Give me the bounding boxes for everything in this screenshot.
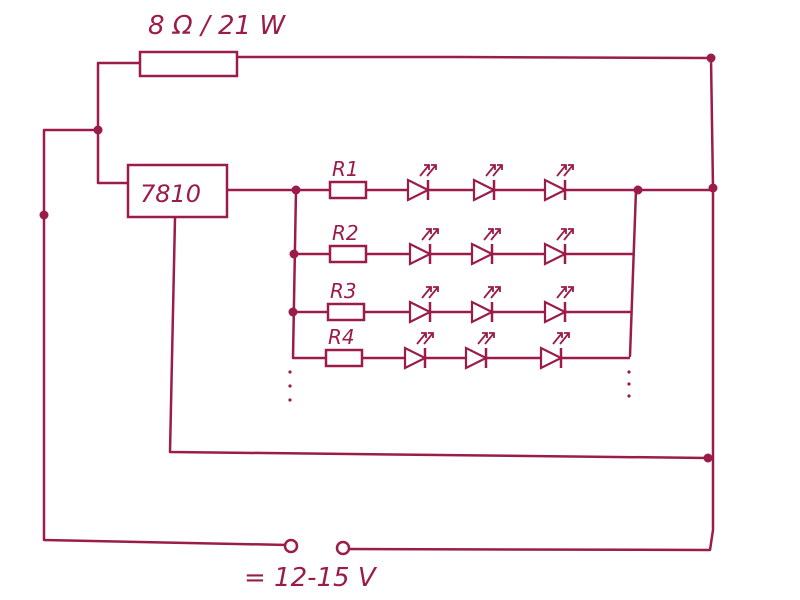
row-resistor-4 bbox=[324, 348, 364, 368]
led-icon bbox=[470, 228, 501, 266]
row-resistor-label-1: R1 bbox=[332, 157, 359, 181]
junction-dot bbox=[633, 185, 643, 195]
wire-top-left bbox=[96, 61, 142, 132]
led-icon bbox=[543, 286, 574, 324]
junctions bbox=[39, 53, 718, 463]
continuation-dot bbox=[627, 394, 631, 398]
supply-terminal-positive bbox=[335, 540, 351, 556]
junction-dot bbox=[703, 453, 713, 463]
led-icon bbox=[406, 164, 437, 202]
led-icon bbox=[464, 332, 495, 370]
row-resistor-label-3: R3 bbox=[330, 279, 357, 303]
led-row-3: R3 bbox=[293, 279, 632, 324]
junction-dot bbox=[93, 125, 103, 135]
wire-led-right-rail bbox=[628, 188, 638, 358]
resistor-rating-label: 8 Ω / 21 W bbox=[148, 11, 286, 41]
led-icon bbox=[539, 332, 570, 370]
led-row-4: R4 bbox=[293, 325, 630, 370]
led-icon bbox=[408, 286, 439, 324]
led-row-2: R2 bbox=[294, 221, 634, 266]
wire-right-rail bbox=[344, 188, 715, 552]
supply-terminal-negative bbox=[283, 538, 299, 554]
regulator-label: 7810 bbox=[140, 180, 201, 208]
wire-led-left-rail bbox=[291, 188, 298, 360]
wire-to-regulator bbox=[96, 128, 130, 185]
wire-top-right bbox=[235, 55, 715, 190]
regulator-7810 bbox=[126, 163, 229, 219]
supply-voltage-label: = 12-15 V bbox=[244, 563, 378, 593]
wires bbox=[42, 55, 715, 552]
series-resistor bbox=[138, 50, 239, 78]
led-icon bbox=[543, 228, 574, 266]
led-icon bbox=[543, 164, 574, 202]
wire-left-input bbox=[42, 128, 290, 547]
row-resistor-label-2: R2 bbox=[332, 221, 359, 245]
row-resistor-3 bbox=[326, 302, 366, 322]
junction-dot bbox=[708, 183, 718, 193]
continuation-dot bbox=[627, 382, 631, 386]
continuation-dots bbox=[288, 370, 631, 402]
continuation-dot bbox=[288, 384, 292, 388]
led-icon bbox=[470, 286, 501, 324]
supply-terminals bbox=[283, 538, 351, 556]
row-resistor-1 bbox=[328, 180, 368, 200]
led-row-1: R1 bbox=[296, 157, 636, 202]
row-resistor-label-4: R4 bbox=[328, 325, 355, 349]
led-icon bbox=[408, 228, 439, 266]
led-icon bbox=[472, 164, 503, 202]
junction-dot bbox=[39, 210, 49, 220]
continuation-dot bbox=[627, 370, 631, 374]
continuation-dot bbox=[288, 398, 292, 402]
continuation-dot bbox=[288, 370, 292, 374]
row-resistor-2 bbox=[328, 244, 368, 264]
junction-dot bbox=[706, 53, 716, 63]
led-icon bbox=[403, 332, 434, 370]
wire-regulator-gnd bbox=[168, 216, 710, 460]
